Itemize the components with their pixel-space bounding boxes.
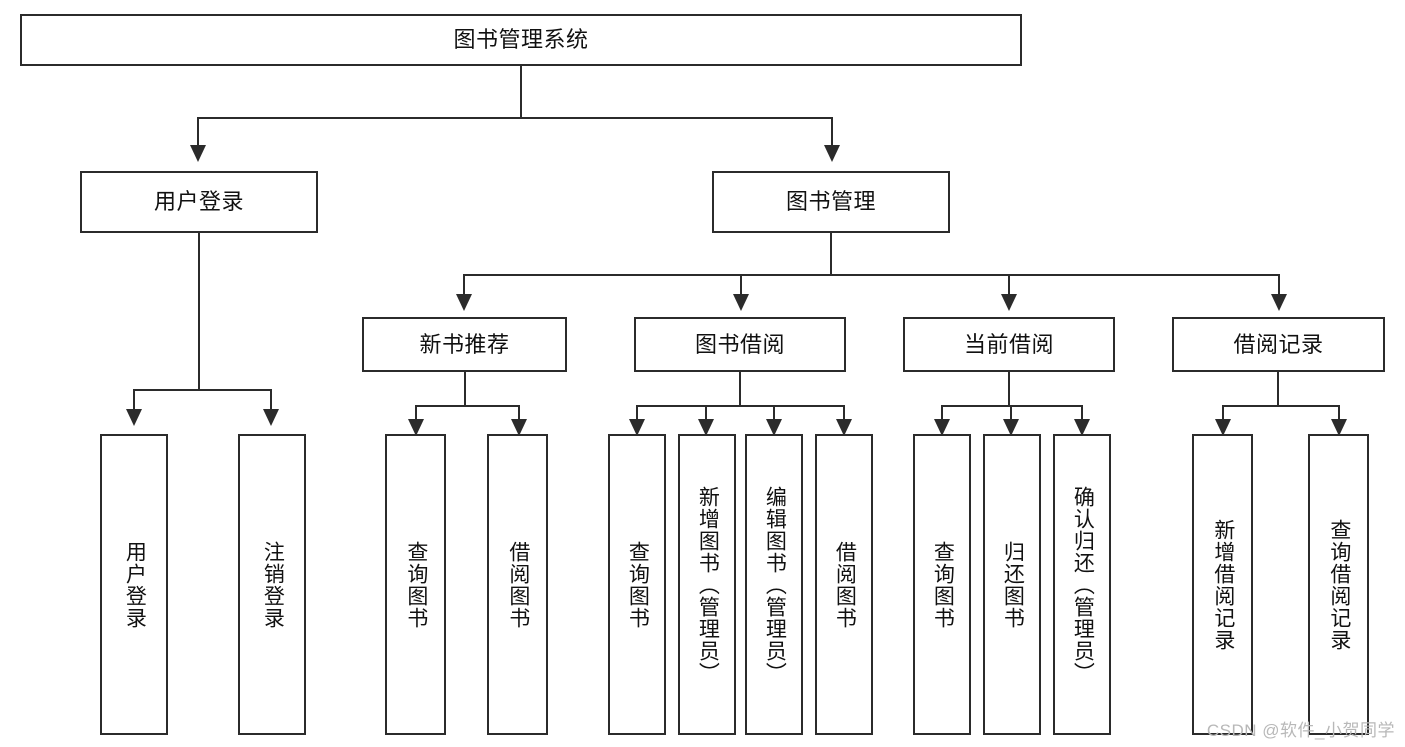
node-label: 用户登录 [153, 189, 244, 215]
edge-book-mgmt-to-current-borrow [1008, 274, 1010, 296]
leaf-new-book-query[interactable]: 查询图书 [385, 434, 446, 735]
edge-user-login-to-leaf-1 [133, 389, 135, 411]
edge-book-mgmt-bus [463, 274, 1280, 276]
edge-book-borrow-to-leaf-4 [843, 405, 845, 423]
edge-user-login-stem [198, 233, 200, 390]
arrow-current-borrow-to-leaf-2 [1003, 419, 1019, 436]
leaf-current-borrow-return[interactable]: 归还图书 [983, 434, 1041, 735]
edge-book-borrow-bus [636, 405, 845, 407]
node-user-login[interactable]: 用户登录 [80, 171, 318, 233]
arrow-borrow-record-to-leaf-1 [1215, 419, 1231, 436]
leaf-book-borrow-add[interactable]: 新增图书（管理员） [678, 434, 736, 735]
node-borrow-record[interactable]: 借阅记录 [1172, 317, 1385, 372]
node-label: 新增图书（管理员） [696, 485, 720, 684]
edge-book-mgmt-to-borrow-record [1278, 274, 1280, 296]
edge-book-mgmt-to-book-borrow [740, 274, 742, 296]
leaf-book-borrow-borrow[interactable]: 借阅图书 [815, 434, 873, 735]
arrow-root-to-book-mgmt [824, 145, 840, 162]
arrow-book-borrow-to-leaf-2 [698, 419, 714, 436]
node-label: 查询图书 [404, 540, 428, 629]
edge-new-book-to-leaf-2 [518, 405, 520, 423]
edge-current-borrow-to-leaf-2 [1010, 405, 1012, 423]
edge-user-login-to-leaf-2 [270, 389, 272, 411]
leaf-borrow-record-query[interactable]: 查询借阅记录 [1308, 434, 1369, 735]
node-label: 用户登录 [123, 540, 147, 629]
edge-new-book-bus [415, 405, 520, 407]
edge-borrow-record-bus [1222, 405, 1339, 407]
edge-book-mgmt-stem [830, 233, 832, 275]
arrow-book-borrow-to-leaf-1 [629, 419, 645, 436]
edge-borrow-record-to-leaf-2 [1338, 405, 1340, 423]
node-label: 新书推荐 [419, 331, 510, 357]
edge-user-login-bus [133, 389, 272, 391]
arrow-borrow-record-to-leaf-2 [1331, 419, 1347, 436]
arrow-book-borrow-to-leaf-3 [766, 419, 782, 436]
node-label: 确认归还（管理员） [1071, 485, 1095, 684]
node-label: 查询借阅记录 [1327, 518, 1351, 651]
arrow-user-login-to-leaf-2 [263, 409, 279, 426]
edge-book-borrow-to-leaf-1 [636, 405, 638, 423]
arrow-book-mgmt-to-new-book [456, 294, 472, 311]
edge-current-borrow-to-leaf-1 [941, 405, 943, 423]
edge-root-bus [197, 117, 833, 119]
leaf-borrow-record-add[interactable]: 新增借阅记录 [1192, 434, 1253, 735]
node-new-book-recommend[interactable]: 新书推荐 [362, 317, 567, 372]
node-label: 借阅图书 [506, 540, 530, 629]
arrow-current-borrow-to-leaf-1 [934, 419, 950, 436]
leaf-current-borrow-query[interactable]: 查询图书 [913, 434, 971, 735]
edge-borrow-record-stem [1277, 372, 1279, 406]
node-label: 当前借阅 [963, 331, 1054, 357]
edge-new-book-stem [464, 372, 466, 406]
leaf-user-login-logout[interactable]: 注销登录 [238, 434, 306, 735]
node-label: 查询图书 [931, 540, 955, 629]
node-book-management[interactable]: 图书管理 [712, 171, 950, 233]
edge-book-borrow-stem [739, 372, 741, 406]
edge-current-borrow-to-leaf-3 [1081, 405, 1083, 423]
node-label: 新增借阅记录 [1211, 518, 1235, 651]
edge-book-borrow-to-leaf-2 [705, 405, 707, 423]
node-root-system[interactable]: 图书管理系统 [20, 14, 1022, 66]
node-label: 编辑图书（管理员） [763, 485, 787, 684]
leaf-new-book-borrow[interactable]: 借阅图书 [487, 434, 548, 735]
arrow-user-login-to-leaf-1 [126, 409, 142, 426]
node-label: 查询图书 [626, 540, 650, 629]
node-label: 图书管理 [785, 189, 876, 215]
arrow-new-book-to-leaf-1 [408, 419, 424, 436]
node-book-borrow[interactable]: 图书借阅 [634, 317, 846, 372]
node-label: 图书管理系统 [453, 27, 589, 53]
edge-current-borrow-bus [941, 405, 1083, 407]
edge-borrow-record-to-leaf-1 [1222, 405, 1224, 423]
leaf-user-login-login[interactable]: 用户登录 [100, 434, 168, 735]
edge-root-to-user-login [197, 117, 199, 147]
arrow-book-mgmt-to-current-borrow [1001, 294, 1017, 311]
leaf-book-borrow-query[interactable]: 查询图书 [608, 434, 666, 735]
arrow-book-mgmt-to-book-borrow [733, 294, 749, 311]
edge-root-to-book-mgmt [831, 117, 833, 147]
edge-root-stem [520, 66, 522, 118]
edge-book-borrow-to-leaf-3 [773, 405, 775, 423]
node-label: 借阅图书 [833, 540, 857, 629]
arrow-book-borrow-to-leaf-4 [836, 419, 852, 436]
node-label: 注销登录 [261, 540, 285, 629]
arrow-book-mgmt-to-borrow-record [1271, 294, 1287, 311]
node-label: 图书借阅 [694, 331, 785, 357]
arrow-new-book-to-leaf-2 [511, 419, 527, 436]
leaf-current-borrow-confirm-return[interactable]: 确认归还（管理员） [1053, 434, 1111, 735]
edge-new-book-to-leaf-1 [415, 405, 417, 423]
node-current-borrow[interactable]: 当前借阅 [903, 317, 1115, 372]
arrow-current-borrow-to-leaf-3 [1074, 419, 1090, 436]
arrow-root-to-user-login [190, 145, 206, 162]
leaf-book-borrow-edit[interactable]: 编辑图书（管理员） [745, 434, 803, 735]
node-label: 归还图书 [1001, 540, 1025, 629]
edge-book-mgmt-to-new-book [463, 274, 465, 296]
node-label: 借阅记录 [1233, 331, 1324, 357]
edge-current-borrow-stem [1008, 372, 1010, 406]
